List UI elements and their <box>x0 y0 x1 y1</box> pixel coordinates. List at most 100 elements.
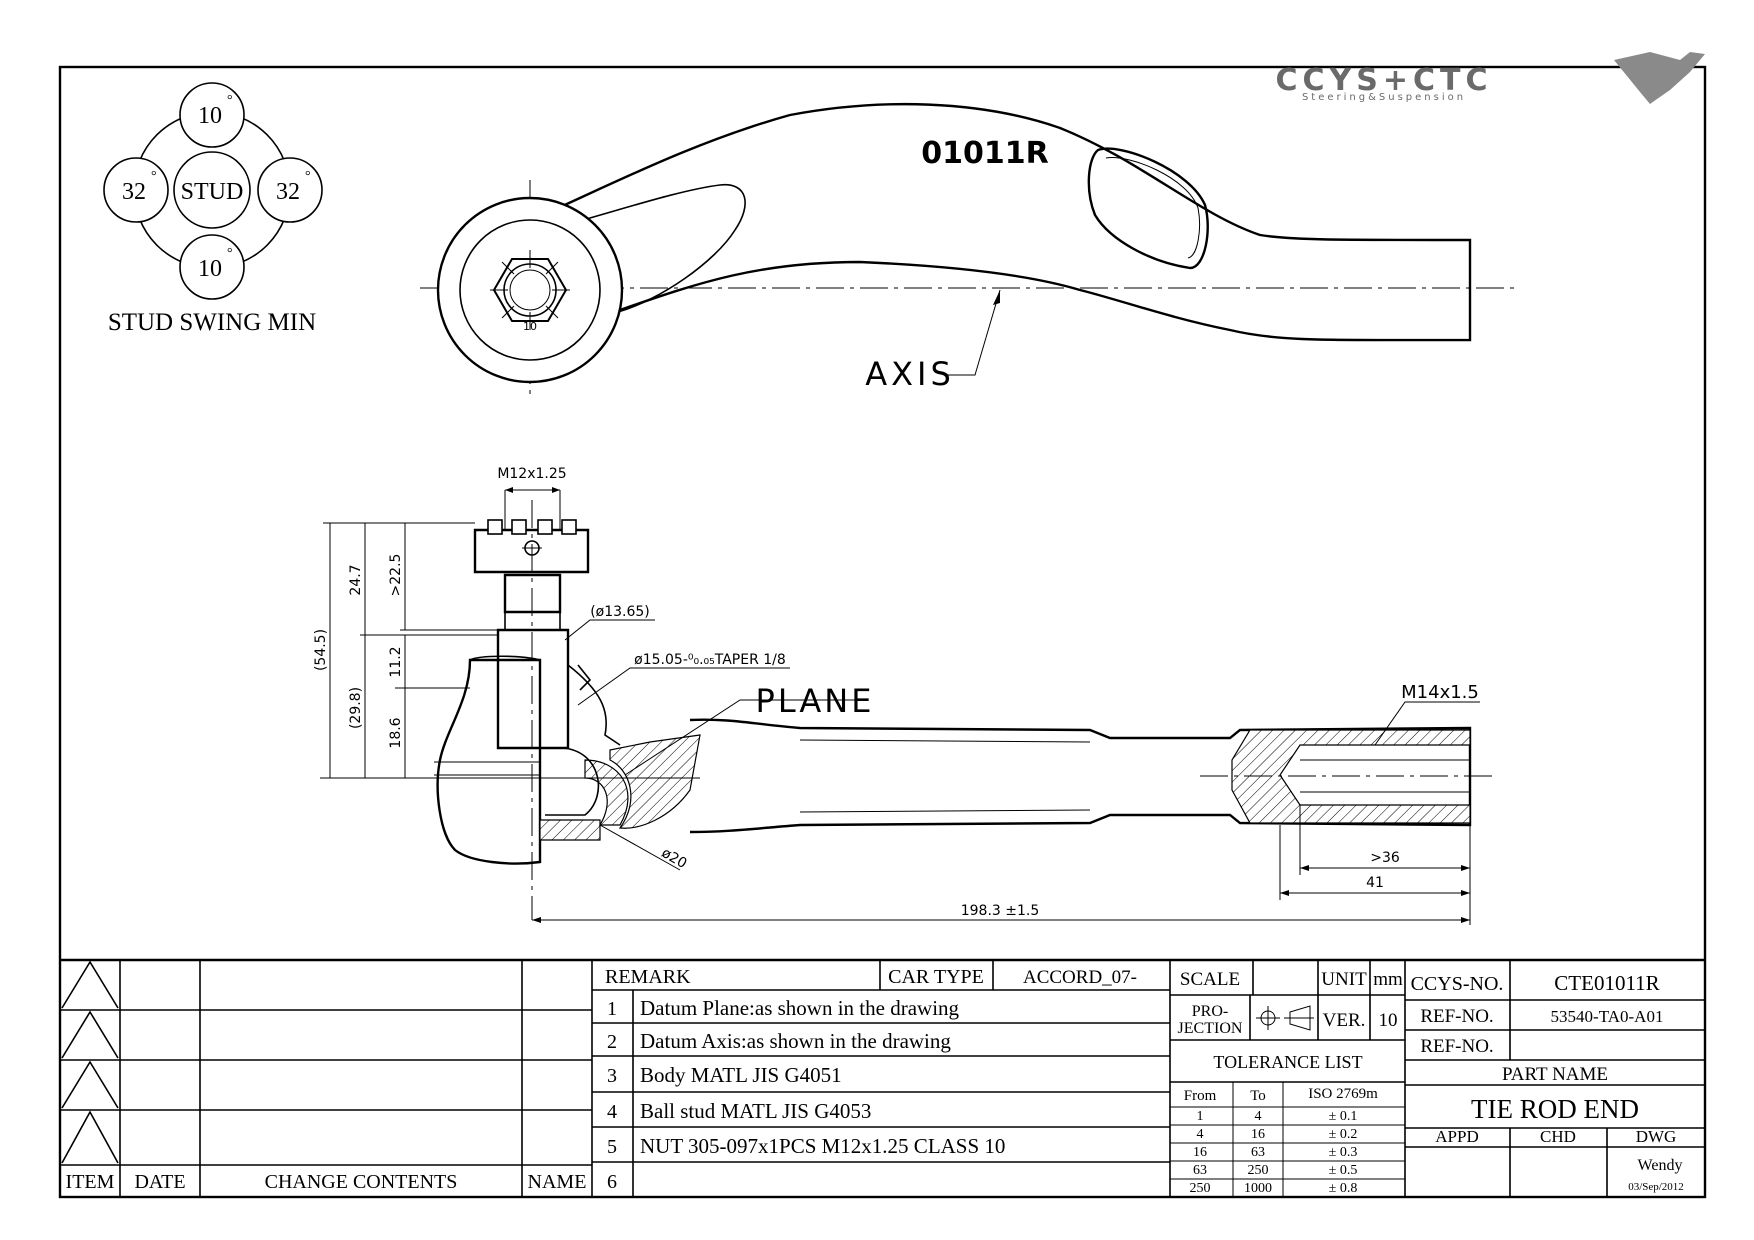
remark-no: 3 <box>607 1065 617 1087</box>
remark-text: Ball stud MATL JIS G4053 <box>640 1099 871 1123</box>
tol-to: 4 <box>1255 1109 1262 1124</box>
ref-no-value: 53540-TA0-A01 <box>1551 1007 1664 1026</box>
ccys-no-label: CCYS-NO. <box>1411 973 1504 995</box>
ver-value: 10 <box>1379 1010 1398 1031</box>
appd-label: APPD <box>1435 1127 1478 1146</box>
part-name-label: PART NAME <box>1502 1064 1608 1085</box>
unit-value: mm <box>1373 969 1403 990</box>
stud-swing-diagram: 10 ° 10 ° 32 ° 32 ° STUD STUD SWING MIN <box>103 82 323 336</box>
top-view: 10 01011R AXIS <box>420 102 1515 400</box>
remark-text: Datum Axis:as shown in the drawing <box>640 1029 951 1053</box>
unit-label: UNIT <box>1321 969 1367 990</box>
revision-triangle-icon <box>61 1060 119 1109</box>
tol-value: ± 0.8 <box>1329 1181 1358 1196</box>
dim-54-5: (54.5) <box>313 629 329 671</box>
car-type-label: CAR TYPE <box>888 966 984 988</box>
dim-taper: ø15.05-⁰₀.₀₅TAPER 1/8 <box>634 652 786 668</box>
logo-mark-icon <box>1614 52 1705 104</box>
ref-no-label: REF-NO. <box>1420 1006 1493 1027</box>
ver-label: VER. <box>1323 1010 1366 1031</box>
angle-right: 32 <box>276 179 300 205</box>
revision-triangle-icon <box>61 1010 119 1059</box>
logo-tagline: Steering&Suspension <box>1302 92 1466 103</box>
dim-depth-41: 41 <box>1366 875 1384 891</box>
axis-label: AXIS <box>865 355 955 393</box>
stud-swing-bottom <box>179 234 245 300</box>
dim-dia-20: ø20 <box>659 845 690 872</box>
remark-text: Datum Plane:as shown in the drawing <box>640 996 960 1020</box>
dim-m14: M14x1.5 <box>1401 682 1479 703</box>
angle-top: 10 <box>198 103 222 129</box>
dim-11-2: 11.2 <box>388 646 404 677</box>
stud-label: STUD <box>181 179 244 205</box>
logo-text: CCYS+CTC <box>1276 63 1493 98</box>
angle-left: 32 <box>122 179 146 205</box>
dim-dia-13-65: (ø13.65) <box>590 604 650 620</box>
company-logo: CCYS+CTC Steering&Suspension <box>1276 52 1705 104</box>
title-block: ITEM DATE CHANGE CONTENTS NAME REMARK CA… <box>60 958 1705 1197</box>
tol-header-from: From <box>1184 1088 1217 1104</box>
plane-label: PLANE <box>756 682 875 720</box>
tol-to: 63 <box>1251 1145 1265 1160</box>
part-name-value: TIE ROD END <box>1471 1094 1639 1124</box>
remark-no: 1 <box>607 998 617 1020</box>
tol-from: 1 <box>1197 1109 1204 1124</box>
remark-header: REMARK <box>605 966 691 988</box>
rev-header-name: NAME <box>528 1171 587 1193</box>
stud-swing-right <box>257 157 323 223</box>
part-info-block: CCYS-NO. CTE01011R REF-NO. 53540-TA0-A01… <box>1405 960 1705 1197</box>
rev-header-item: ITEM <box>66 1171 115 1193</box>
dwg-label: DWG <box>1636 1127 1677 1146</box>
remark-text: NUT 305-097x1PCS M12x1.25 CLASS 10 <box>640 1134 1005 1158</box>
revision-table: ITEM DATE CHANGE CONTENTS NAME <box>60 960 593 1197</box>
dim-22-5: >22.5 <box>388 554 404 597</box>
dwg-date: 03/Sep/2012 <box>1628 1181 1684 1193</box>
tol-header-std: ISO 2769m <box>1308 1086 1378 1102</box>
tol-header-to: To <box>1250 1088 1266 1104</box>
svg-text:°: ° <box>227 246 233 261</box>
svg-text:°: ° <box>305 169 311 184</box>
remark-no: 6 <box>607 1171 617 1193</box>
dim-24-7: 24.7 <box>348 564 364 595</box>
rev-header-date: DATE <box>134 1171 185 1193</box>
tol-from: 250 <box>1190 1181 1211 1196</box>
tol-to: 16 <box>1251 1127 1265 1142</box>
stud-swing-left <box>103 157 169 223</box>
tol-to: 250 <box>1248 1163 1269 1178</box>
dim-18-6: 18.6 <box>388 717 404 748</box>
ref-no2-label: REF-NO. <box>1420 1036 1493 1057</box>
projection-symbol-icon <box>1256 1005 1314 1031</box>
tolerance-title: TOLERANCE LIST <box>1213 1052 1362 1072</box>
stud-swing-top <box>179 82 245 148</box>
drawing-border <box>58 65 1707 1199</box>
part-mark: 01011R <box>921 136 1048 171</box>
rev-header-change: CHANGE CONTENTS <box>265 1171 458 1193</box>
remark-no: 2 <box>607 1031 617 1053</box>
angle-bottom: 10 <box>198 256 222 282</box>
projection-label: PRO- <box>1192 1003 1228 1020</box>
tol-value: ± 0.3 <box>1329 1145 1358 1160</box>
tol-from: 16 <box>1193 1145 1207 1160</box>
tol-value: ± 0.5 <box>1329 1163 1358 1178</box>
revision-triangle-icon <box>61 960 119 1009</box>
housing-outer <box>436 196 624 384</box>
tol-from: 63 <box>1193 1163 1207 1178</box>
dim-depth-36: >36 <box>1370 850 1400 866</box>
nut-mark: 10 <box>523 320 537 333</box>
scale-label: SCALE <box>1180 969 1240 990</box>
ccys-no-value: CTE01011R <box>1554 971 1659 995</box>
remark-no: 5 <box>607 1136 617 1158</box>
svg-text:°: ° <box>151 169 157 184</box>
projection-label-2: JECTION <box>1178 1020 1243 1037</box>
chd-label: CHD <box>1540 1127 1576 1146</box>
car-type-value: ACCORD_07- <box>1023 967 1137 988</box>
tol-from: 4 <box>1197 1127 1204 1142</box>
remarks-table: REMARK CAR TYPE ACCORD_07- 1 Datum Plane… <box>592 960 1171 1197</box>
revision-triangle-icon <box>61 1110 119 1164</box>
dim-overall-length: 198.3 ±1.5 <box>961 903 1040 919</box>
scale-tolerance-block: SCALE UNIT mm PRO- JECTION VER. 10 TOLER… <box>1170 960 1406 1197</box>
section-view: PLANE M12x1.25 (54.5) 24.7 >22.5 (29.8) … <box>313 466 1495 925</box>
tol-value: ± 0.1 <box>1329 1109 1358 1124</box>
svg-text:°: ° <box>227 93 233 108</box>
